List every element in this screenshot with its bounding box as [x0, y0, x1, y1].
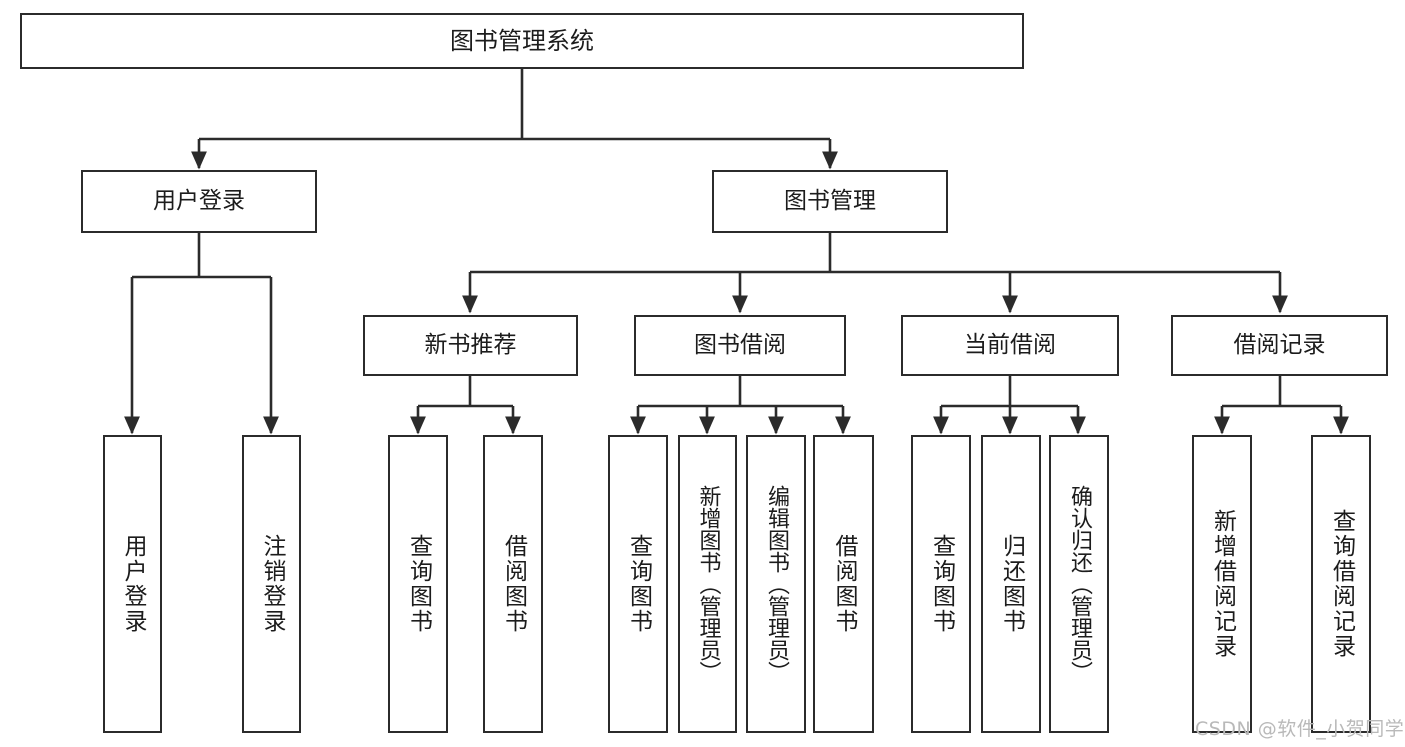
node-borrow-record-label: 借阅记录 — [1233, 331, 1326, 358]
leaf-new-book-2-label: 借阅图书 — [500, 534, 527, 634]
leaf-current-borrow-1[interactable]: 查询图书 — [911, 435, 971, 733]
node-current-borrow-label: 当前借阅 — [964, 331, 1056, 358]
node-book-borrow-label: 图书借阅 — [694, 331, 786, 358]
leaf-book-borrow-1-label: 查询图书 — [625, 534, 652, 634]
leaf-current-borrow-2[interactable]: 归还图书 — [981, 435, 1041, 733]
leaf-borrow-record-2-label: 查询借阅记录 — [1328, 509, 1355, 659]
node-root-label: 图书管理系统 — [450, 26, 594, 55]
node-new-book-recommend-label: 新书推荐 — [424, 331, 517, 358]
leaf-new-book-1[interactable]: 查询图书 — [388, 435, 448, 733]
leaf-current-borrow-3[interactable]: 确认归还（管理员） — [1049, 435, 1109, 733]
leaf-book-borrow-3-label: 编辑图书（管理员） — [764, 485, 789, 683]
leaf-book-borrow-2-label: 新增图书（管理员） — [695, 485, 721, 683]
leaf-book-borrow-1[interactable]: 查询图书 — [608, 435, 668, 733]
leaf-current-borrow-1-label: 查询图书 — [928, 534, 955, 634]
node-current-borrow[interactable]: 当前借阅 — [901, 315, 1119, 376]
leaf-user-login-1[interactable]: 用户登录 — [103, 435, 162, 733]
node-book-management[interactable]: 图书管理 — [712, 170, 948, 233]
leaf-book-borrow-4-label: 借阅图书 — [831, 534, 857, 634]
leaf-borrow-record-1[interactable]: 新增借阅记录 — [1192, 435, 1252, 733]
leaf-new-book-1-label: 查询图书 — [405, 534, 432, 634]
leaf-borrow-record-2[interactable]: 查询借阅记录 — [1311, 435, 1371, 733]
node-book-management-label: 图书管理 — [784, 187, 876, 214]
node-book-borrow[interactable]: 图书借阅 — [634, 315, 846, 376]
leaf-current-borrow-3-label: 确认归还（管理员） — [1067, 485, 1092, 683]
leaf-new-book-2[interactable]: 借阅图书 — [483, 435, 543, 733]
leaf-current-borrow-2-label: 归还图书 — [998, 534, 1025, 634]
leaf-book-borrow-2[interactable]: 新增图书（管理员） — [678, 435, 737, 733]
node-borrow-record[interactable]: 借阅记录 — [1171, 315, 1388, 376]
node-user-login[interactable]: 用户登录 — [81, 170, 317, 233]
node-root[interactable]: 图书管理系统 — [20, 13, 1024, 69]
leaf-user-login-2[interactable]: 注销登录 — [242, 435, 301, 733]
node-new-book-recommend[interactable]: 新书推荐 — [363, 315, 578, 376]
leaf-borrow-record-1-label: 新增借阅记录 — [1209, 509, 1236, 659]
node-user-login-label: 用户登录 — [153, 187, 245, 214]
leaf-book-borrow-4[interactable]: 借阅图书 — [813, 435, 874, 733]
leaf-user-login-2-label: 注销登录 — [259, 534, 285, 634]
leaf-book-borrow-3[interactable]: 编辑图书（管理员） — [746, 435, 806, 733]
leaf-user-login-1-label: 用户登录 — [120, 534, 146, 634]
watermark-text: CSDN @软件_小贺同学 — [1195, 718, 1405, 740]
